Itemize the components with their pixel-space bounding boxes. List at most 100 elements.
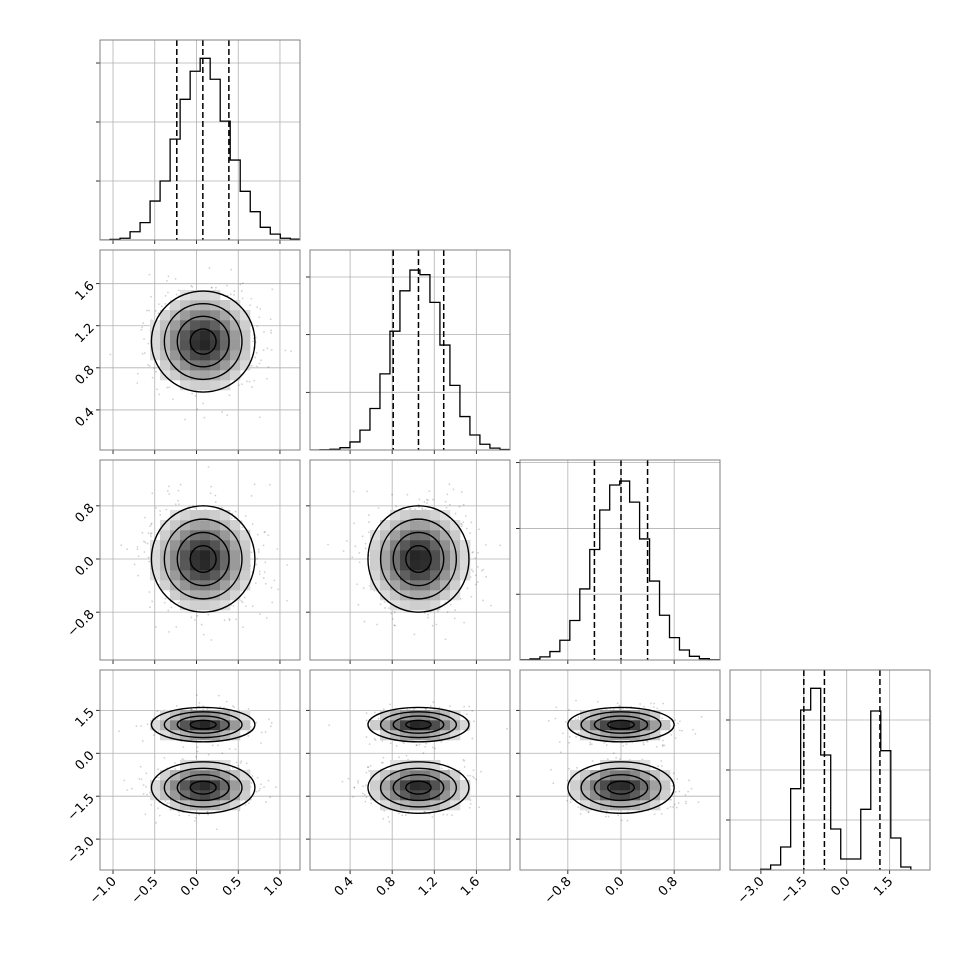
scatter-point — [678, 729, 681, 732]
scatter-point — [383, 809, 386, 812]
density-cell — [430, 710, 441, 721]
density-cell — [200, 370, 211, 381]
density-cell — [150, 550, 161, 561]
scatter-point — [207, 613, 210, 616]
scatter-point — [166, 386, 169, 389]
contour-line — [163, 767, 243, 808]
scatter-point — [661, 745, 664, 748]
density-cell — [150, 780, 161, 791]
scatter-point — [271, 288, 274, 291]
density-cell — [380, 790, 391, 801]
x-tick-label: −3.0 — [735, 874, 768, 907]
contour-line — [580, 767, 662, 808]
contour-line — [567, 706, 675, 743]
scatter-point — [234, 748, 237, 751]
scatter-point — [147, 556, 150, 559]
density-cell — [390, 540, 401, 551]
scatter-point — [460, 522, 463, 525]
y-tick-label: 1.5 — [72, 705, 97, 730]
scatter-point — [471, 710, 474, 712]
scatter-point — [150, 522, 153, 525]
scatter-point — [241, 526, 244, 529]
scatter-point — [165, 280, 168, 282]
scatter-point — [562, 732, 564, 735]
density-cell — [220, 380, 231, 391]
y-tick-label: 0.8 — [72, 501, 97, 526]
density-cell — [240, 720, 251, 731]
density-cell — [230, 720, 241, 731]
scatter-point — [445, 506, 448, 509]
scatter-point — [427, 616, 429, 619]
scatter-point — [241, 297, 244, 300]
density-cell — [370, 530, 381, 541]
scatter-point — [270, 586, 273, 589]
scatter-point — [214, 494, 217, 497]
scatter-point — [470, 521, 473, 524]
scatter-point — [379, 603, 382, 606]
scatter-point — [243, 596, 246, 599]
density-cell — [410, 540, 421, 551]
panel-content — [100, 40, 300, 240]
density-cell — [420, 590, 431, 601]
scatter-point — [151, 600, 154, 603]
density-cell — [200, 330, 211, 341]
contour-line — [176, 315, 230, 368]
scatter-point — [458, 505, 461, 508]
density-cell — [230, 570, 241, 581]
scatter-point — [356, 583, 358, 586]
scatter-point — [451, 814, 453, 817]
scatter-point — [263, 331, 265, 333]
density-cell — [620, 730, 631, 741]
density-cell — [170, 560, 181, 571]
scatter-point — [465, 527, 468, 530]
scatter-point — [681, 729, 684, 732]
density-cell — [180, 790, 191, 801]
scatter-point — [175, 625, 178, 628]
scatter-point — [357, 781, 359, 784]
density-cell — [170, 540, 181, 551]
scatter-point — [277, 588, 280, 591]
scatter-point — [381, 739, 384, 742]
density-cell — [620, 780, 631, 791]
density-cell — [430, 770, 441, 781]
density-cell — [220, 600, 231, 611]
density-cell — [440, 560, 451, 571]
density-cell — [220, 760, 231, 771]
scatter-point — [618, 704, 621, 707]
density-cell — [650, 720, 661, 731]
scatter-point — [450, 603, 452, 606]
density-cell — [160, 790, 171, 801]
density-cell — [640, 800, 651, 811]
scatter-point — [490, 604, 493, 607]
density-cell — [460, 720, 471, 731]
scatter-point — [241, 601, 244, 604]
scatter-point — [240, 290, 243, 292]
scatter-point — [422, 752, 425, 755]
scatter-point — [158, 814, 161, 817]
scatter-point — [361, 535, 364, 538]
histogram-step — [520, 480, 720, 660]
scatter-point — [194, 817, 197, 819]
density-cell — [210, 760, 221, 771]
density-cell — [220, 330, 231, 341]
scatter-point — [575, 736, 577, 738]
density-cell — [160, 710, 171, 721]
panel-content — [520, 670, 720, 870]
scatter-point — [577, 716, 580, 719]
density-cell — [370, 570, 381, 581]
density-cell — [190, 380, 201, 391]
contour-line — [176, 774, 230, 802]
density-cell — [180, 720, 191, 731]
density-cell — [380, 590, 391, 601]
scatter-point — [413, 707, 416, 710]
density-cell — [630, 780, 641, 791]
density-cell — [390, 570, 401, 581]
scatter-point — [177, 499, 179, 502]
scatter-point — [256, 776, 259, 779]
density-cell — [600, 710, 611, 721]
scatter-point — [207, 813, 209, 816]
panel-frame — [309, 669, 511, 871]
density-cell — [610, 780, 621, 791]
density-cell — [170, 530, 181, 541]
